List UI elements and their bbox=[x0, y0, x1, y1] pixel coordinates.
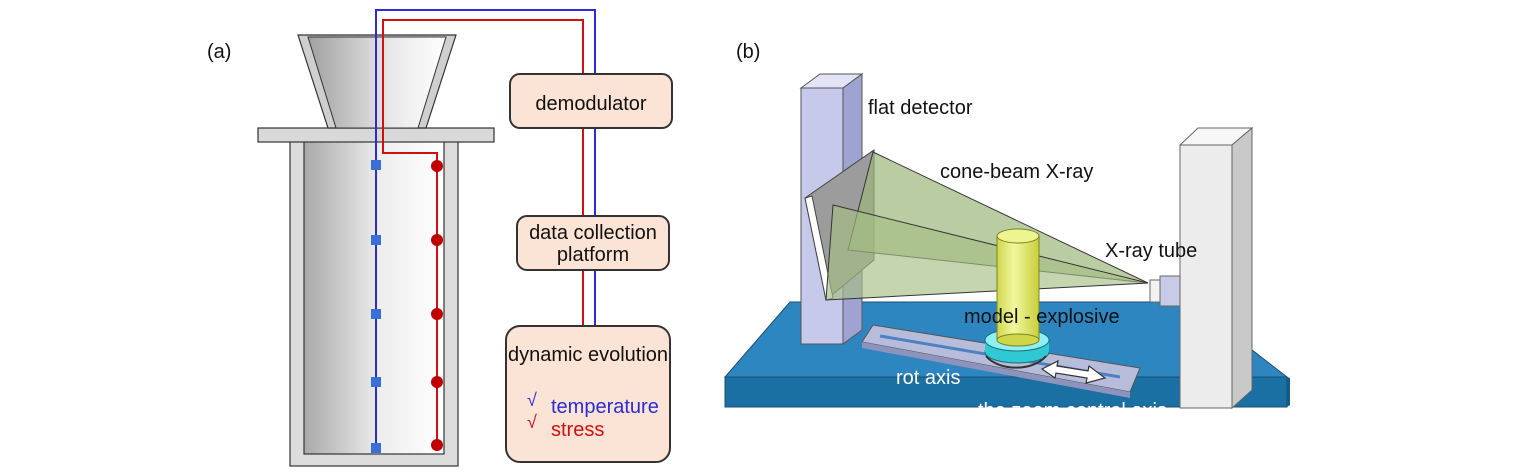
xray-tube bbox=[1149, 275, 1181, 307]
demodulator-box bbox=[509, 73, 673, 129]
temperature-sensor bbox=[371, 309, 381, 319]
stress-sensor bbox=[431, 160, 443, 172]
cone-beam-label: cone-beam X-ray bbox=[940, 161, 1093, 183]
zoom-control-axis-label: the zoom control axis bbox=[978, 400, 1167, 422]
temperature-check-mark: √ bbox=[527, 390, 537, 410]
data-collection-label-line1: data collection bbox=[529, 222, 657, 244]
stress-sensor bbox=[431, 439, 443, 451]
panel-a-label: (a) bbox=[207, 41, 231, 63]
stress-sensor bbox=[431, 376, 443, 388]
temperature-sensor bbox=[371, 443, 381, 453]
vessel-interior bbox=[303, 139, 445, 455]
temperature-sensors bbox=[371, 160, 381, 453]
cone-beam bbox=[825, 151, 1149, 301]
stress-sensor bbox=[431, 234, 443, 246]
temperature-sensor-line bbox=[375, 9, 596, 450]
temperature-sensor bbox=[371, 377, 381, 387]
rot-axis-label: rot axis bbox=[896, 367, 960, 389]
dynamic-evolution-box bbox=[505, 325, 671, 463]
dynamic-evolution-label: dynamic evolution bbox=[508, 344, 668, 366]
flat-detector-label: flat detector bbox=[868, 97, 973, 119]
data-collection-label-line2: platform bbox=[557, 244, 629, 266]
temperature-sensor bbox=[371, 160, 381, 170]
temperature-sensor bbox=[371, 235, 381, 245]
demodulator-label: demodulator bbox=[535, 93, 647, 115]
stress-check-mark: √ bbox=[527, 412, 537, 432]
stress-sensors bbox=[431, 160, 443, 451]
panel-a: (a) demodulator bbox=[207, 9, 673, 467]
model-explosive-label: model - explosive bbox=[964, 306, 1120, 328]
xray-tube-pillar bbox=[1178, 126, 1254, 410]
xray-tube-label: X-ray tube bbox=[1105, 240, 1197, 262]
stress-sensor bbox=[431, 308, 443, 320]
data-collection-platform-box bbox=[516, 215, 670, 271]
temperature-legend: temperature bbox=[551, 396, 659, 418]
stress-legend: stress bbox=[551, 419, 604, 441]
panel-b: (b) bbox=[723, 41, 1290, 422]
explosive-model-cylinder bbox=[996, 228, 1040, 347]
stress-sensor-line bbox=[382, 19, 584, 445]
panel-b-label: (b) bbox=[736, 41, 760, 63]
zoom-axis-arrow bbox=[1040, 359, 1107, 384]
